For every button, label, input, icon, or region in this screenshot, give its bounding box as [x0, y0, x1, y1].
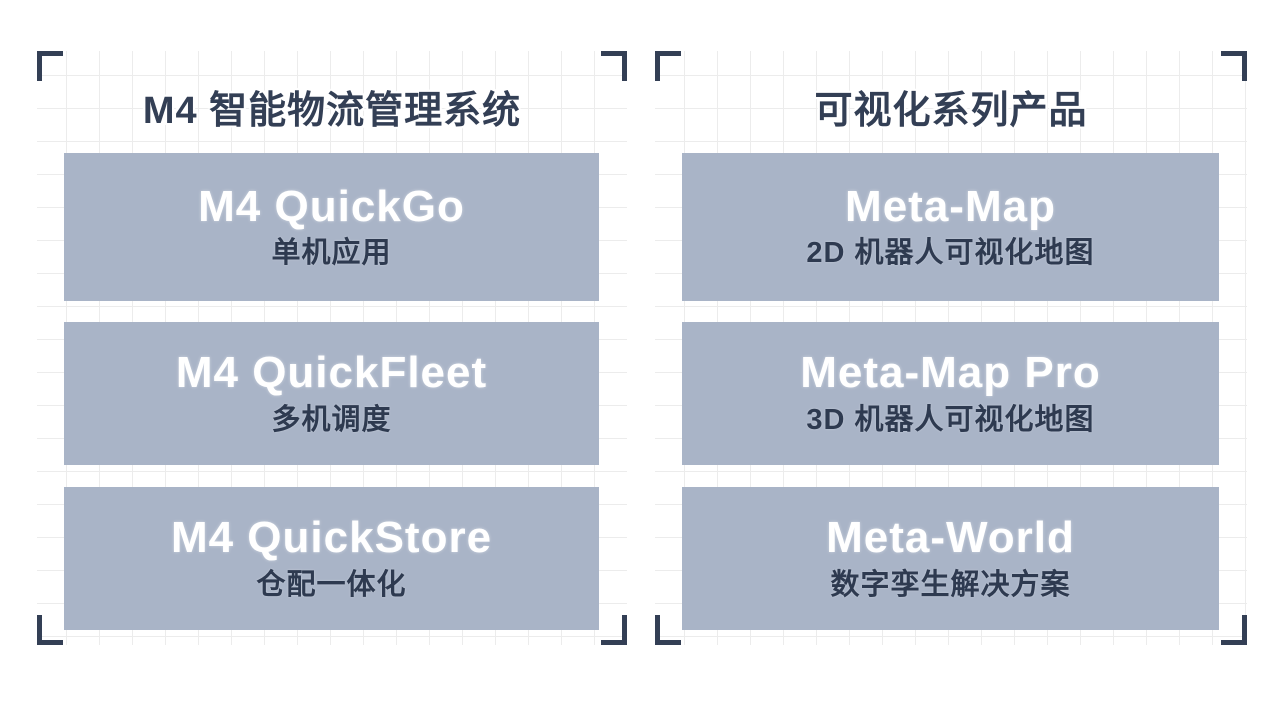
- panel-logistics-system: M4 智能物流管理系统 M4 QuickGo 单机应用 M4 QuickFlee…: [37, 51, 627, 645]
- corner-bracket-bottom-left-icon: [37, 615, 63, 645]
- card-m4-quickfleet: M4 QuickFleet 多机调度: [64, 322, 599, 465]
- corner-bracket-bottom-right-icon: [601, 615, 627, 645]
- card-meta-map-pro: Meta-Map Pro 3D 机器人可视化地图: [682, 322, 1219, 465]
- card-desc-m4-quickfleet: 多机调度: [271, 403, 392, 436]
- card-name-meta-map: Meta-Map: [845, 181, 1056, 231]
- corner-bracket-top-right-icon: [601, 51, 627, 81]
- card-desc-meta-map-pro: 3D 机器人可视化地图: [806, 403, 1095, 436]
- card-name-meta-world: Meta-World: [826, 513, 1075, 563]
- card-m4-quickstore: M4 QuickStore 仓配一体化: [64, 487, 599, 630]
- panel-title-logistics: M4 智能物流管理系统: [142, 90, 522, 132]
- card-m4-quickgo: M4 QuickGo 单机应用: [64, 153, 599, 301]
- panel-visualization-products: 可视化系列产品 Meta-Map 2D 机器人可视化地图 Meta-Map Pr…: [655, 51, 1247, 645]
- corner-bracket-top-left-icon: [655, 51, 681, 81]
- card-desc-m4-quickstore: 仓配一体化: [256, 568, 407, 601]
- card-name-meta-map-pro: Meta-Map Pro: [800, 348, 1101, 398]
- card-desc-meta-world: 数字孪生解决方案: [830, 568, 1071, 601]
- corner-bracket-top-left-icon: [37, 51, 63, 81]
- card-name-m4-quickfleet: M4 QuickFleet: [175, 348, 488, 398]
- card-meta-world: Meta-World 数字孪生解决方案: [682, 487, 1219, 630]
- card-meta-map: Meta-Map 2D 机器人可视化地图: [682, 153, 1219, 301]
- card-desc-m4-quickgo: 单机应用: [271, 237, 392, 270]
- card-desc-meta-map: 2D 机器人可视化地图: [806, 237, 1095, 270]
- card-name-m4-quickstore: M4 QuickStore: [170, 513, 493, 563]
- corner-bracket-top-right-icon: [1221, 51, 1247, 81]
- corner-bracket-bottom-left-icon: [655, 615, 681, 645]
- panel-title-visualization: 可视化系列产品: [814, 90, 1088, 132]
- card-name-m4-quickgo: M4 QuickGo: [198, 181, 465, 231]
- corner-bracket-bottom-right-icon: [1221, 615, 1247, 645]
